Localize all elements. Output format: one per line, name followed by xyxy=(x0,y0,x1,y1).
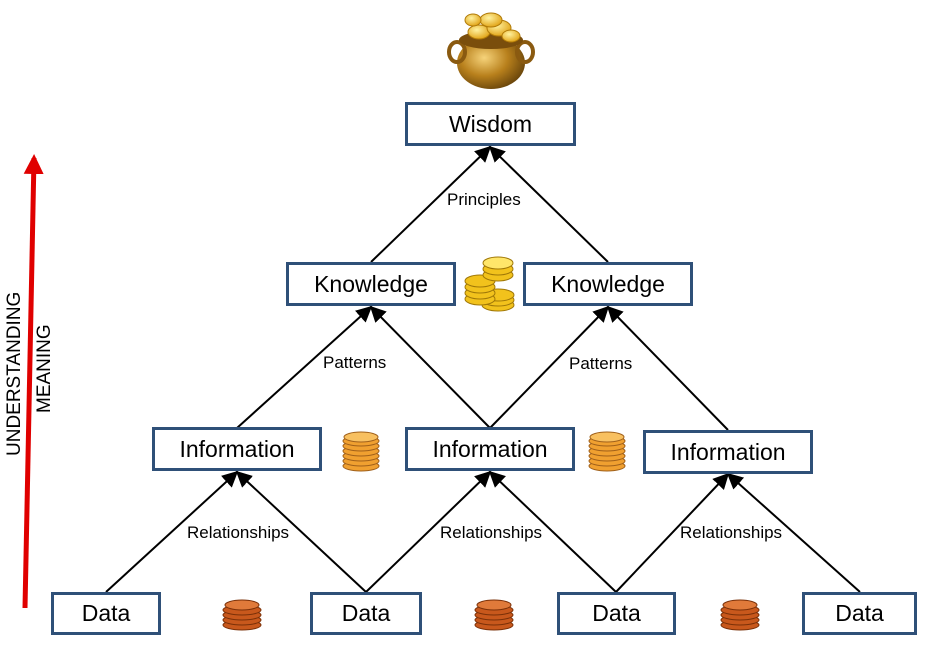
bronze-coin-stack-icon xyxy=(342,431,380,472)
edge-label-patterns-2: Patterns xyxy=(569,354,633,373)
copper-coin-stack-icon xyxy=(720,599,760,631)
edge-knowledge2-wisdom xyxy=(488,145,609,263)
edge-data3-info3 xyxy=(615,472,730,593)
edge-info2-knowledge1 xyxy=(369,305,491,429)
information-node-1: Information xyxy=(152,427,322,471)
edge-label-principles: Principles xyxy=(447,190,521,209)
edge-data2-info2 xyxy=(365,470,492,593)
gold-pot-icon xyxy=(447,12,535,89)
edge-info1-knowledge1 xyxy=(236,305,373,429)
understanding-arrow xyxy=(22,154,44,609)
edge-knowledge1-wisdom xyxy=(370,145,492,263)
gold-coin-stack-icon xyxy=(464,256,515,312)
edge-data1-info1 xyxy=(105,470,239,593)
knowledge-node-1: Knowledge xyxy=(286,262,456,306)
copper-coin-stack-icon xyxy=(222,599,262,631)
knowledge-node-2: Knowledge xyxy=(523,262,693,306)
data-node-3: Data xyxy=(557,592,676,635)
copper-coin-stack-icon xyxy=(474,599,514,631)
edge-info2-knowledge2 xyxy=(489,305,610,429)
bronze-coin-stack-icon xyxy=(588,431,626,472)
edge-data3-info2 xyxy=(488,470,617,593)
edge-label-relationships-3: Relationships xyxy=(680,523,783,542)
axis-label-meaning: MEANING xyxy=(34,324,55,413)
data-node-2: Data xyxy=(310,592,422,635)
information-node-2: Information xyxy=(405,427,575,471)
data-node-4: Data xyxy=(802,592,917,635)
edge-label-relationships-2: Relationships xyxy=(440,523,543,542)
edge-label-patterns-1: Patterns xyxy=(323,353,387,372)
axis-label-understanding: UNDERSTANDING xyxy=(4,291,25,456)
edge-data2-info1 xyxy=(235,470,367,593)
information-node-3: Information xyxy=(643,430,813,474)
edge-info3-knowledge2 xyxy=(606,305,729,431)
data-node-1: Data xyxy=(51,592,161,635)
edge-label-relationships-1: Relationships xyxy=(187,523,290,542)
edge-data4-info3 xyxy=(726,472,861,593)
wisdom-node: Wisdom xyxy=(405,102,576,146)
